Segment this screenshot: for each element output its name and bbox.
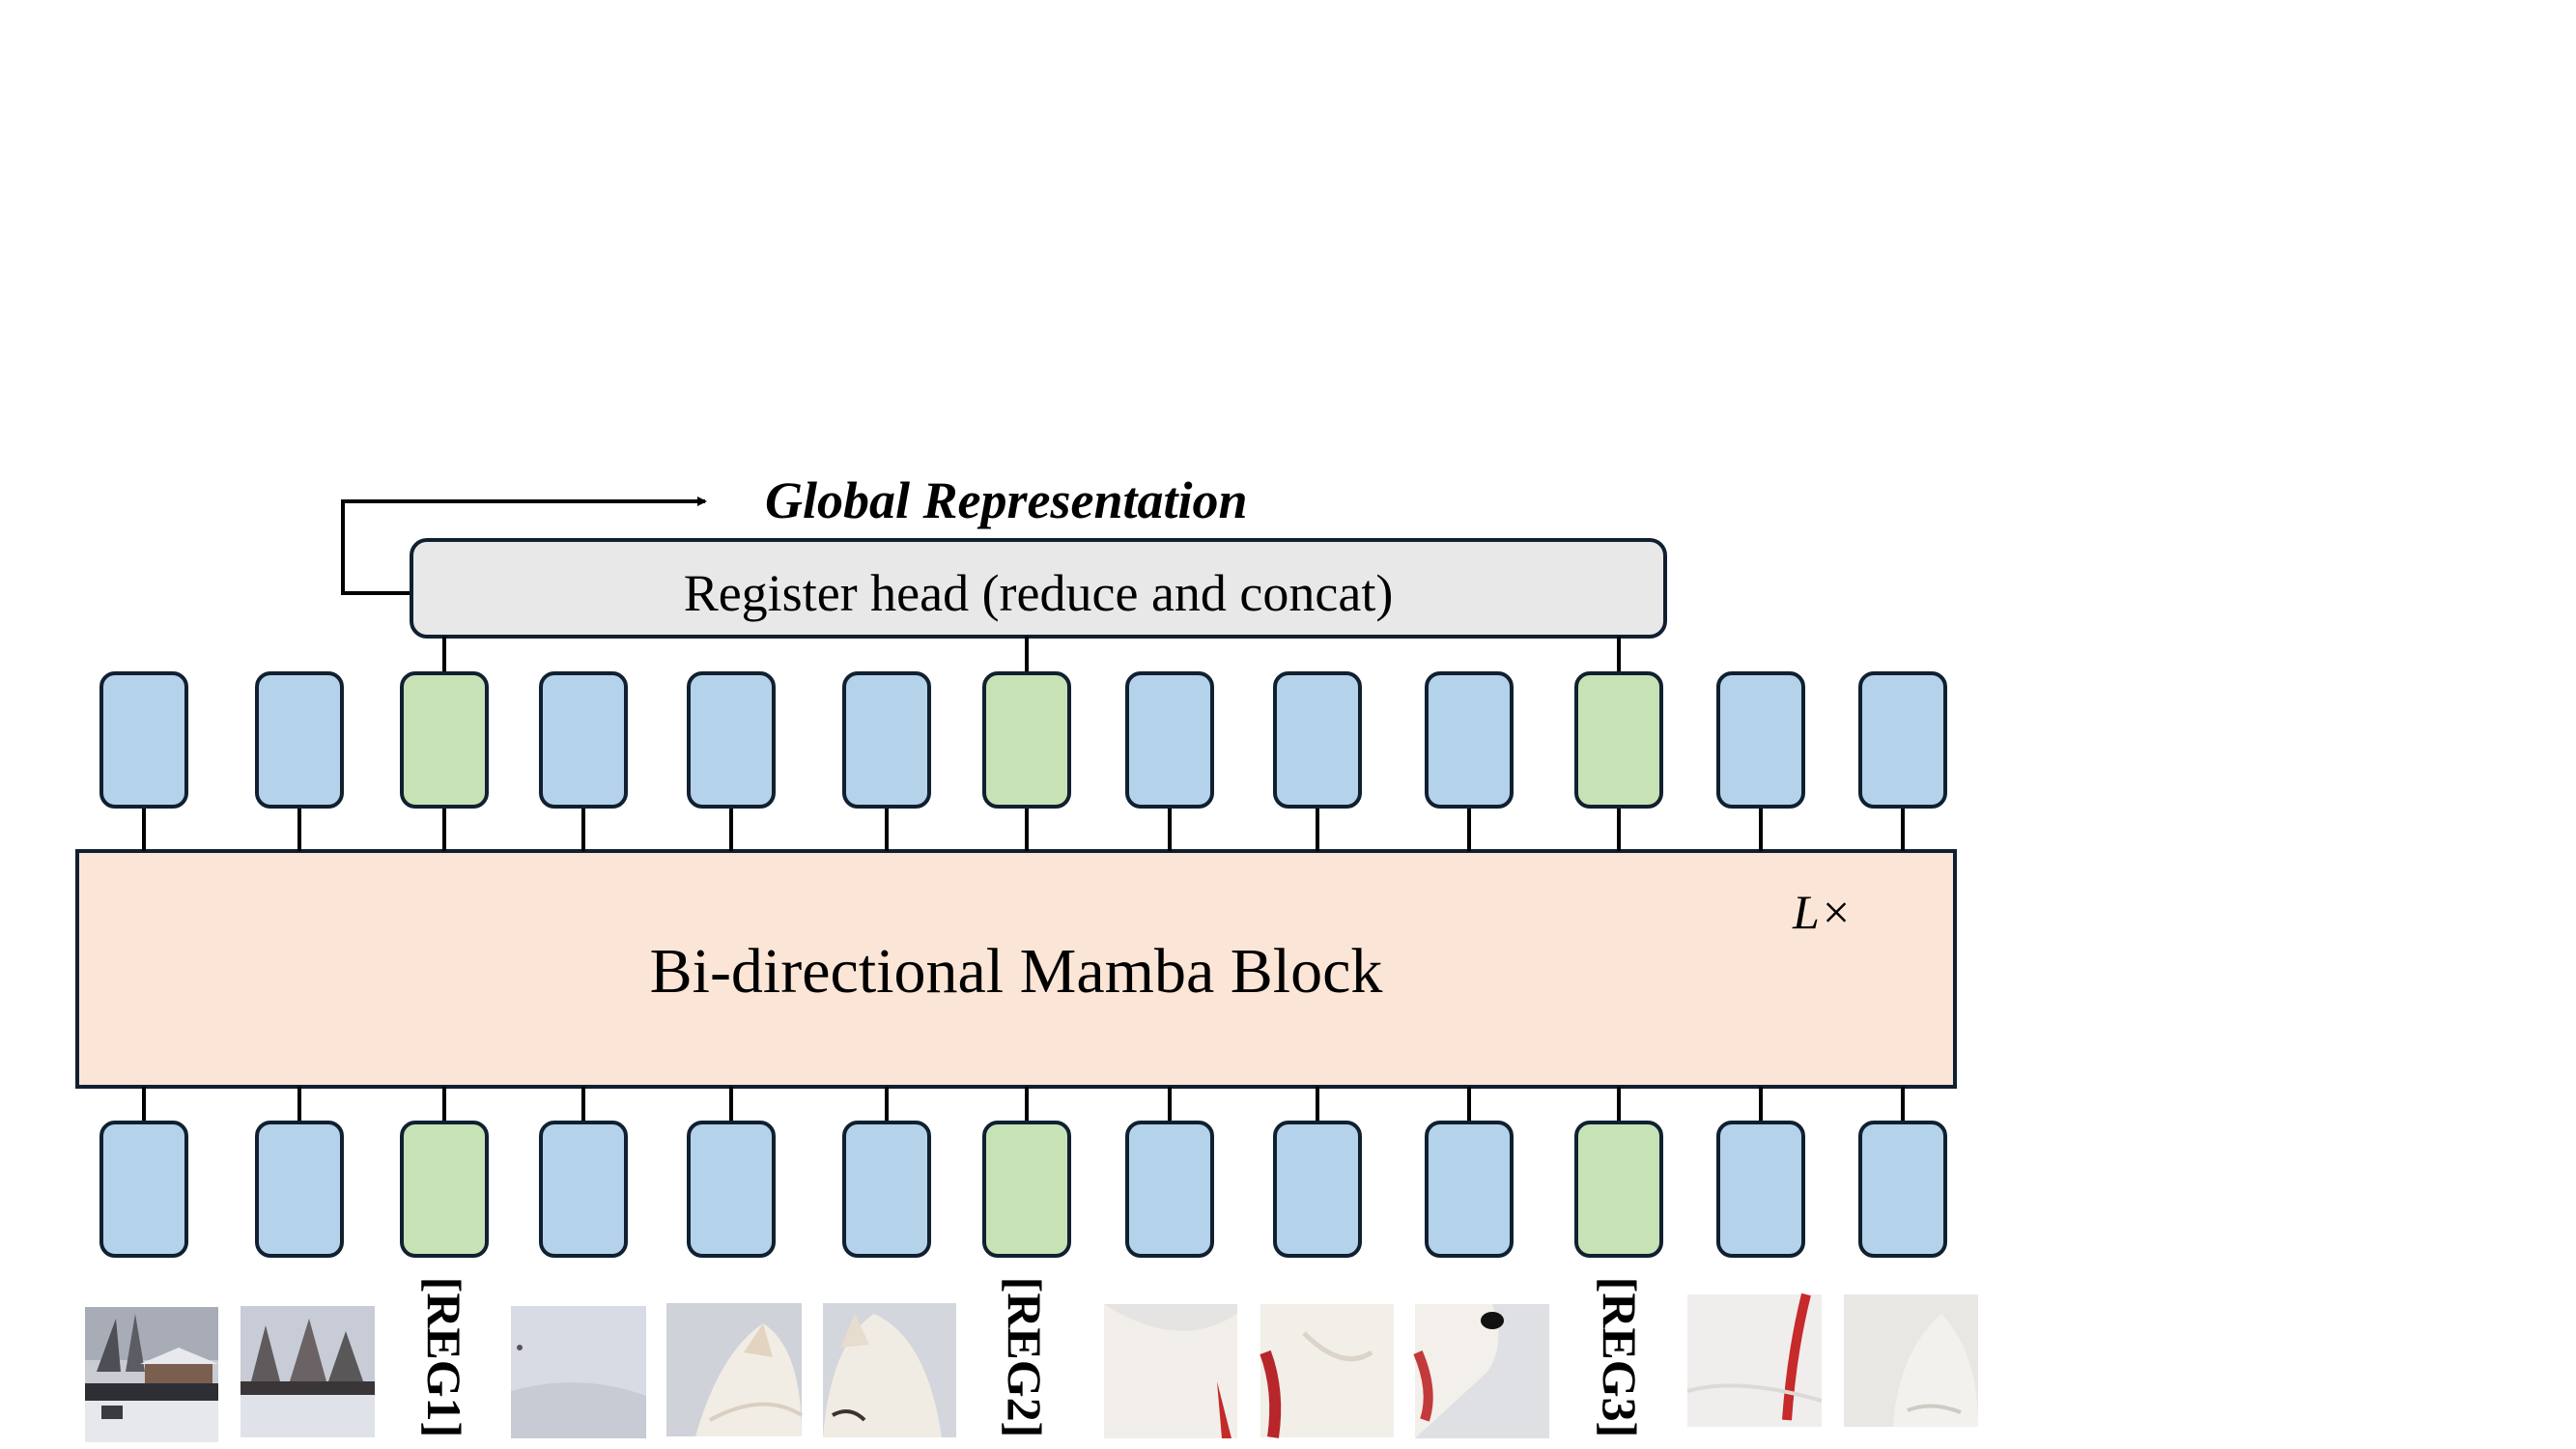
input-register-token [1574,1121,1663,1258]
input-patch-token [687,1121,776,1258]
input-patch-token [842,1121,931,1258]
image-patch-dog-fur [1104,1304,1237,1438]
mamba-block-box [75,849,1957,1089]
image-patch-snowy-houses [85,1307,218,1442]
output-patch-token [1716,671,1805,809]
image-patch-dog-ear [666,1303,804,1436]
input-patch-token [539,1121,628,1258]
output-patch-token [1125,671,1214,809]
input-register-token [400,1121,489,1258]
mamba-block-label: Bi-directional Mamba Block [649,936,1383,1007]
reg3-label: [REG3] [1593,1276,1647,1438]
input-patch-token [1125,1121,1214,1258]
image-patch-dog-leash-snow [1686,1293,1823,1427]
image-patch-dog-face [823,1303,956,1437]
input-patch-token [1858,1121,1947,1258]
output-patch-token [1425,671,1514,809]
output-patch-token [687,671,776,809]
input-patch-token [1273,1121,1362,1258]
output-patch-token [539,671,628,809]
output-patch-token [255,671,344,809]
image-patch-dog-mouth [1413,1304,1549,1438]
output-patch-token [842,671,931,809]
output-patch-token [1858,671,1947,809]
output-register-token [400,671,489,809]
global-representation-arrow [341,497,707,595]
image-patch-snowy-trees [241,1306,375,1437]
image-patch-dog-paw [1844,1294,1978,1427]
input-patch-token [1716,1121,1805,1258]
register-head-box [410,538,1667,639]
image-patch-dog-leash [1260,1304,1394,1438]
register-head-label: Register head (reduce and concat) [683,564,1394,622]
repeat-label: L× [1793,885,1853,939]
output-register-token [1574,671,1663,809]
input-patch-token [1425,1121,1514,1258]
output-register-token [982,671,1071,809]
input-patch-token [255,1121,344,1258]
input-register-token [982,1121,1071,1258]
reg1-label: [REG1] [417,1276,471,1438]
image-patch-snow-ground [511,1306,646,1438]
global-representation-label: Global Representation [765,471,1248,529]
input-patch-token [99,1121,188,1258]
reg2-label: [REG2] [998,1276,1052,1438]
output-patch-token [99,671,188,809]
output-patch-token [1273,671,1362,809]
